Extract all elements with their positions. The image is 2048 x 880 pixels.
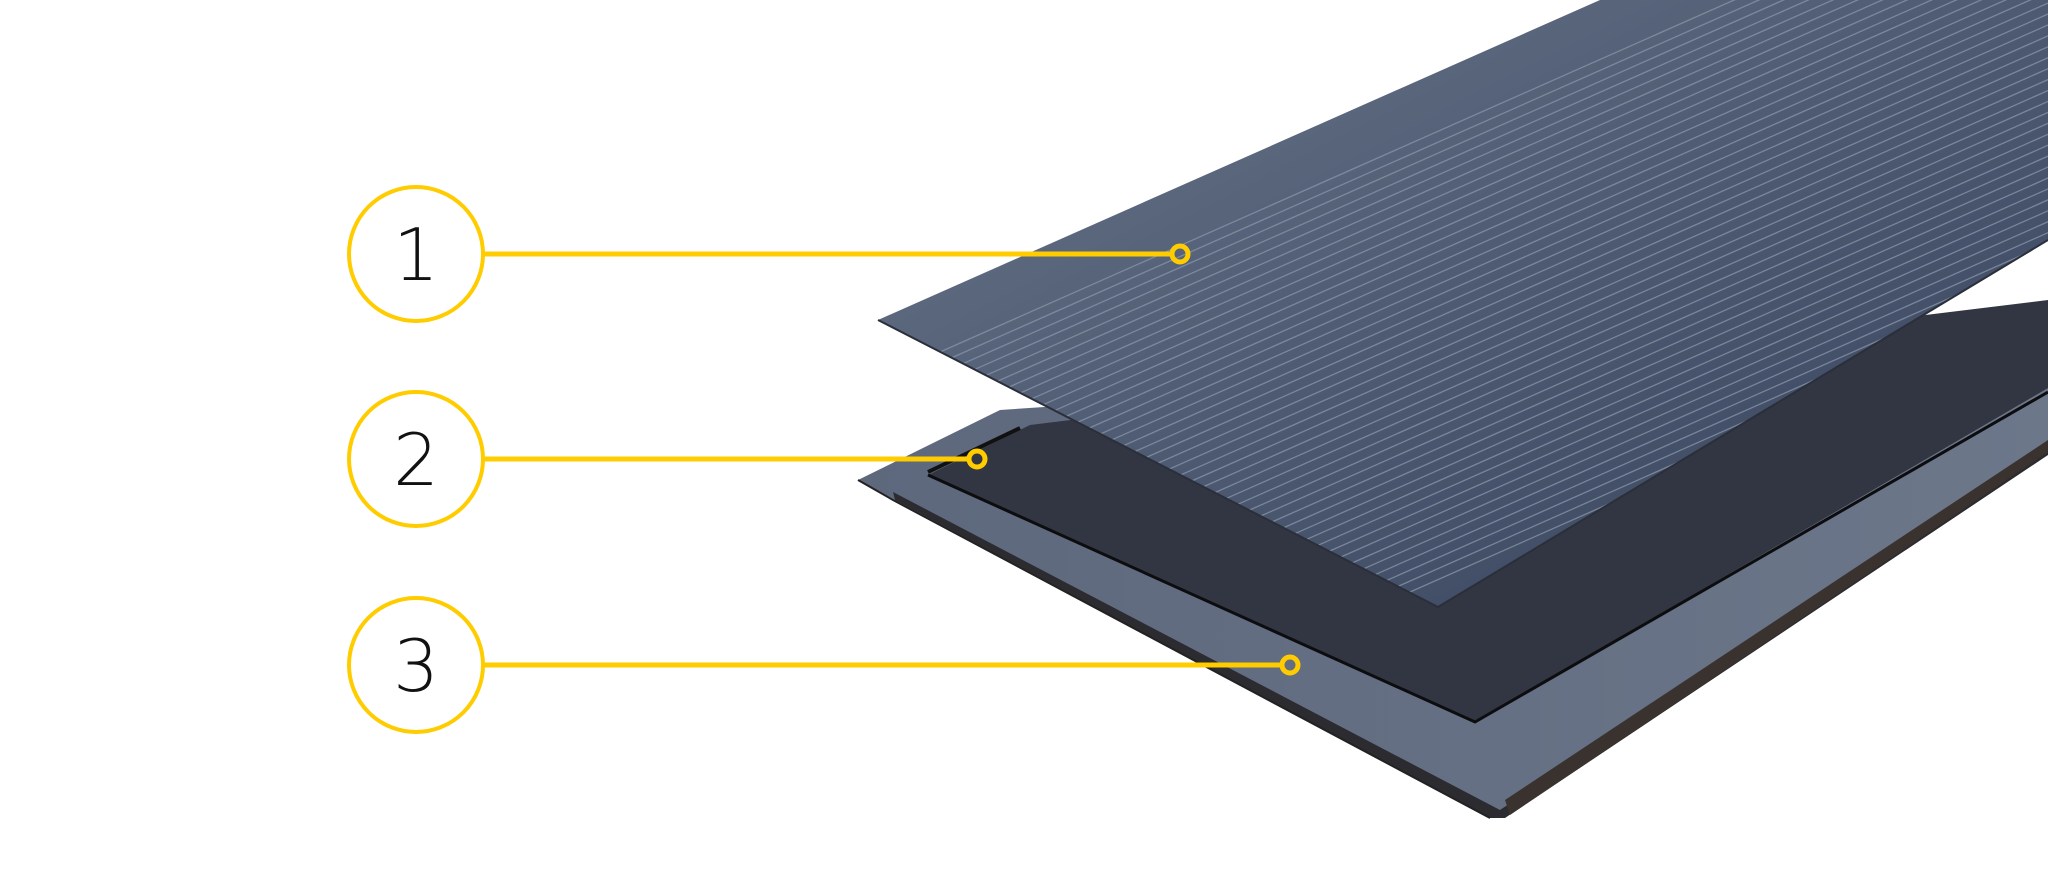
callout-number: 1: [393, 213, 439, 297]
cell-stripe: [1203, 0, 2048, 488]
cell-stripe: [974, 0, 2048, 371]
cell-stripe: [1386, 0, 2048, 581]
cell-stripe: [1031, 0, 2048, 400]
cell-stripe: [1340, 0, 2048, 558]
cell-stripe: [1088, 0, 2048, 429]
cell-stripe: [1329, 0, 2048, 552]
cell-stripe: [1237, 0, 2048, 505]
cell-stripe: [1375, 0, 2048, 576]
cell-stripe: [1226, 0, 2048, 499]
cell-stripe: [1283, 0, 2048, 529]
cell-stripe: [1134, 0, 2048, 453]
callout-1: 1: [347, 185, 1191, 323]
cell-stripe: [1295, 0, 2048, 535]
cell-stripe: [1123, 0, 2048, 447]
callout-circle: [347, 390, 485, 528]
anchor-dot: [1279, 654, 1301, 676]
cell-stripe: [1306, 0, 2048, 540]
cell-stripe: [1260, 0, 2048, 517]
cell-stripe: [997, 0, 2048, 382]
cell-stripe: [1272, 0, 2048, 523]
callout-circle: [347, 185, 485, 323]
anchor-dot: [1169, 243, 1191, 265]
cell-stripe: [1169, 0, 2048, 470]
callout-3: 3: [347, 596, 1301, 734]
cell-stripe: [1077, 0, 2048, 423]
cell-stripe: [951, 0, 2048, 359]
anchor-dot: [966, 448, 988, 470]
cell-stripe: [1191, 0, 2048, 482]
cell-stripe: [1157, 0, 2048, 464]
cell-stripe: [1042, 0, 2048, 406]
cell-stripe: [1363, 0, 2048, 570]
cell-stripes: [939, 0, 2048, 593]
cell-stripe: [1065, 0, 2048, 417]
top-solar-layer: [877, 0, 2048, 609]
callout-number: 3: [393, 624, 439, 708]
cell-stripe: [1398, 0, 2048, 587]
cell-stripe: [1214, 0, 2048, 494]
cell-stripe: [1352, 0, 2048, 564]
cell-stripe: [1008, 0, 2048, 388]
cell-stripe: [1249, 0, 2048, 511]
cell-stripe: [1054, 0, 2048, 412]
cell-stripe: [1318, 0, 2048, 546]
cell-stripe: [1111, 0, 2048, 441]
cell-stripe: [985, 0, 2048, 377]
cell-stripe: [962, 0, 2048, 365]
cell-stripe: [1146, 0, 2048, 458]
callout-2: 2: [347, 390, 988, 528]
callout-circle: [347, 596, 485, 734]
cell-stripe: [1100, 0, 2048, 435]
cell-stripe: [1019, 0, 2048, 394]
cell-stripe: [1180, 0, 2048, 476]
callout-number: 2: [393, 418, 439, 502]
